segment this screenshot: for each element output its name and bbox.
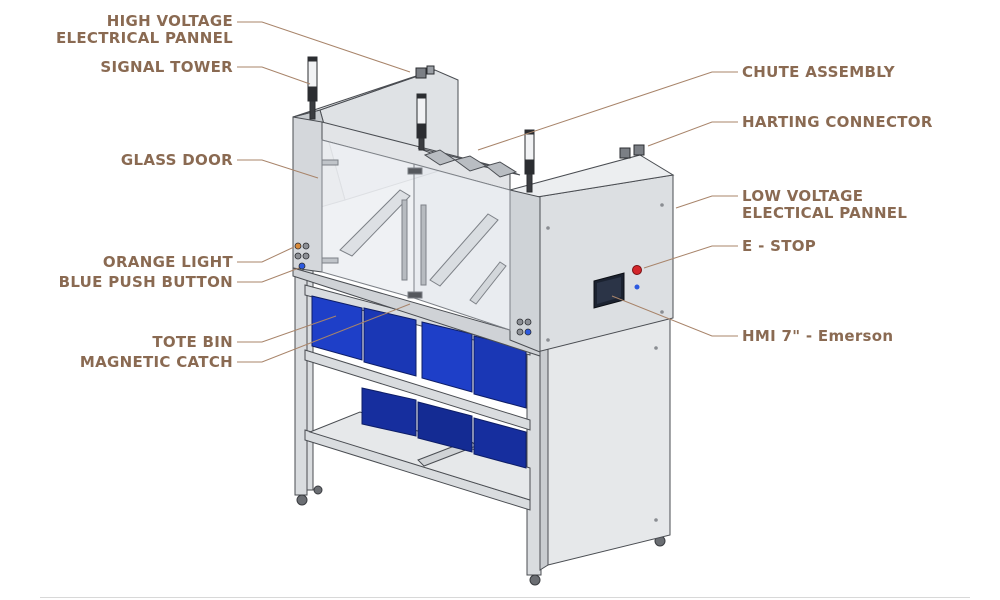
label-low-voltage-line2: ELECTICAL PANNEL (742, 204, 908, 222)
label-glass-door: GLASS DOOR (40, 152, 233, 169)
label-magnetic-catch: MAGNETIC CATCH (40, 354, 233, 371)
chute-assembly (417, 147, 521, 178)
label-low-voltage-panel: LOW VOLTAGE ELECTICAL PANNEL (742, 188, 972, 222)
tote-bins (311, 295, 527, 469)
label-hmi: HMI 7" - Emerson (742, 328, 972, 345)
label-orange-light: ORANGE LIGHT (40, 254, 233, 271)
enclosure-frame (292, 116, 541, 357)
label-hmi-text: HMI 7" - Emerson (742, 327, 894, 345)
signal-tower-icon (307, 56, 535, 193)
label-orange-light-text: ORANGE LIGHT (102, 253, 233, 271)
label-magnetic-catch-text: MAGNETIC CATCH (79, 353, 233, 371)
label-tote-bin-text: TOTE BIN (152, 333, 233, 351)
left-panel-buttons (294, 242, 532, 336)
label-signal-tower-text: SIGNAL TOWER (100, 58, 233, 76)
label-e-stop-text: E - STOP (742, 237, 817, 255)
harting-connector-icon (415, 65, 645, 159)
right-cabinet (508, 154, 675, 571)
bottom-divider (40, 597, 970, 598)
label-high-voltage-panel: HIGH VOLTAGE ELECTRICAL PANNEL (40, 13, 233, 47)
glass-doors (321, 139, 511, 331)
label-high-voltage-line1: HIGH VOLTAGE (106, 12, 233, 30)
label-blue-push-button: BLUE PUSH BUTTON (40, 274, 233, 291)
label-chute-assembly-text: CHUTE ASSEMBLY (742, 63, 895, 81)
leader-lines (237, 21, 738, 363)
label-high-voltage-line2: ELECTRICAL PANNEL (55, 29, 233, 47)
label-low-voltage-line1: LOW VOLTAGE (742, 187, 864, 205)
label-blue-push-button-text: BLUE PUSH BUTTON (58, 273, 233, 291)
label-chute-assembly: CHUTE ASSEMBLY (742, 64, 972, 81)
label-e-stop: E - STOP (742, 238, 972, 255)
e-stop-icon (632, 265, 642, 290)
label-signal-tower: SIGNAL TOWER (40, 59, 233, 76)
label-harting-connector-text: HARTING CONNECTOR (742, 113, 933, 131)
screws (546, 203, 664, 522)
label-glass-door-text: GLASS DOOR (120, 151, 233, 169)
label-harting-connector: HARTING CONNECTOR (742, 114, 972, 131)
label-tote-bin: TOTE BIN (40, 334, 233, 351)
